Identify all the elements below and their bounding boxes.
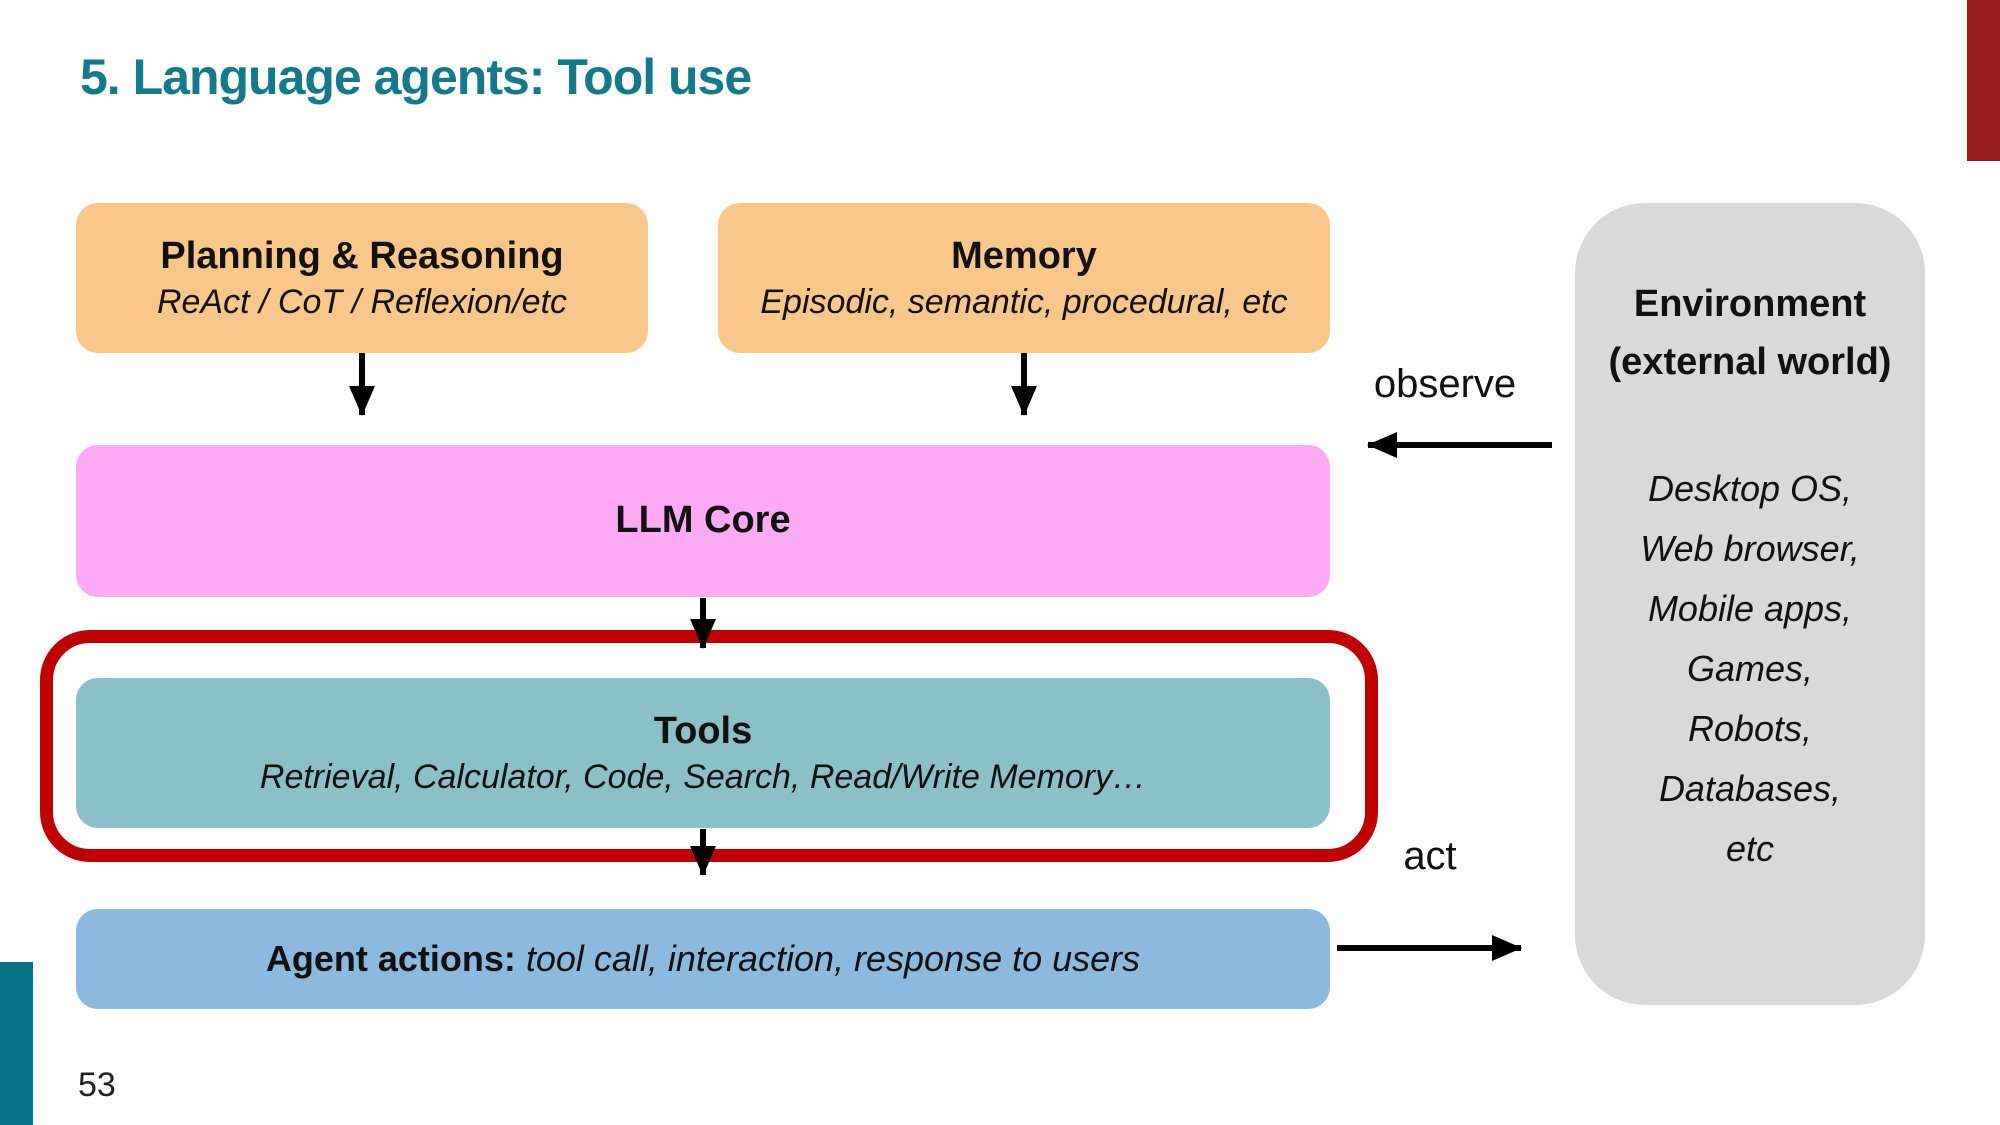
act-label: act bbox=[1403, 834, 1457, 878]
environment-item: Desktop OS, bbox=[1647, 468, 1853, 509]
environment-item: etc bbox=[1725, 828, 1775, 869]
tools-box: Tools Retrieval, Calculator, Code, Searc… bbox=[76, 678, 1330, 828]
memory-box: Memory Episodic, semantic, procedural, e… bbox=[718, 203, 1330, 353]
agent-actions-label-italic: tool call, interaction, response to user… bbox=[515, 938, 1141, 979]
memory-subtitle: Episodic, semantic, procedural, etc bbox=[760, 282, 1288, 321]
accent-bar-top-right bbox=[1967, 0, 2000, 161]
planning-reasoning-subtitle: ReAct / CoT / Reflexion/etc bbox=[156, 282, 568, 321]
environment-box: Environment (external world) Desktop OS,… bbox=[1575, 203, 1925, 1005]
observe-label: observe bbox=[1373, 362, 1517, 406]
memory-title: Memory bbox=[951, 235, 1097, 277]
agent-actions-label-bold: Agent actions: bbox=[265, 938, 516, 979]
environment-item: Web browser, bbox=[1640, 528, 1860, 569]
environment-item: Databases, bbox=[1658, 768, 1842, 809]
agent-actions-label: Agent actions: tool call, interaction, r… bbox=[266, 938, 1140, 980]
tools-title: Tools bbox=[653, 710, 753, 752]
page-number: 53 bbox=[78, 1066, 116, 1104]
llm-core-box: LLM Core bbox=[76, 445, 1330, 597]
tools-subtitle: Retrieval, Calculator, Code, Search, Rea… bbox=[259, 757, 1147, 796]
planning-reasoning-title: Planning & Reasoning bbox=[160, 235, 564, 277]
page-title: 5. Language agents: Tool use bbox=[80, 49, 752, 105]
environment-item: Games, bbox=[1686, 648, 1814, 689]
planning-reasoning-box: Planning & Reasoning ReAct / CoT / Refle… bbox=[76, 203, 648, 353]
agent-actions-box: Agent actions: tool call, interaction, r… bbox=[76, 909, 1330, 1009]
accent-bar-bottom-left bbox=[0, 962, 33, 1125]
environment-title-line1: Environment bbox=[1633, 283, 1867, 325]
environment-title-line2: (external world) bbox=[1608, 341, 1892, 383]
environment-item: Mobile apps, bbox=[1647, 588, 1853, 629]
llm-core-title: LLM Core bbox=[615, 499, 791, 542]
environment-item: Robots, bbox=[1687, 708, 1813, 749]
